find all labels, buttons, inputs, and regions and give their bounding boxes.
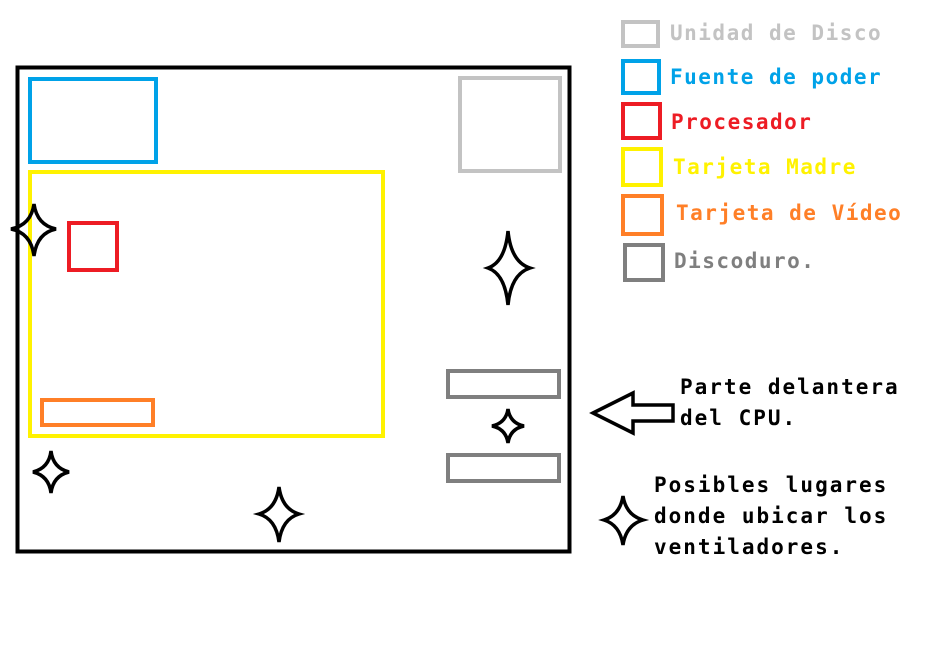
- power-supply-box: [28, 77, 158, 164]
- legend-swatch-power-supply: [621, 59, 661, 95]
- legend-label-video-card: Tarjeta de Vídeo: [676, 201, 903, 225]
- fan-star-icon: [10, 203, 57, 257]
- video-card-box: [40, 398, 155, 427]
- legend-label-processor: Procesador: [671, 110, 813, 134]
- fan-star-icon: [32, 450, 70, 494]
- legend-swatch-motherboard: [621, 147, 663, 187]
- front-note-line-2: del CPU.: [680, 406, 798, 430]
- legend-swatch-processor: [621, 102, 662, 140]
- fan-star-icon: [491, 408, 525, 444]
- cpu-case-outline: [15, 65, 572, 554]
- legend-swatch-hard-drive: [623, 243, 665, 282]
- fan-locations-note: Posibles lugares donde ubicar los ventil…: [654, 470, 888, 563]
- legend-swatch-disk-drive: [621, 20, 660, 48]
- fan-star-icon: [482, 230, 536, 306]
- front-of-cpu-note: Parte delantera del CPU.: [680, 372, 900, 434]
- processor-box: [67, 221, 119, 272]
- hard-drive-bay-1: [446, 369, 561, 399]
- fan-note-line-2: donde ubicar los: [654, 504, 889, 528]
- four-point-star-icon: [598, 495, 650, 546]
- legend-label-hard-drive: Discoduro.: [674, 249, 816, 273]
- fan-note-line-3: ventiladores.: [654, 535, 845, 559]
- disk-drive-box: [458, 76, 562, 173]
- fan-star-icon: [252, 486, 306, 543]
- front-note-line-1: Parte delantera: [680, 375, 900, 399]
- motherboard-box: [28, 170, 385, 438]
- fan-note-line-1: Posibles lugares: [654, 473, 889, 497]
- legend-label-power-supply: Fuente de poder: [670, 65, 883, 89]
- legend-swatch-video-card: [621, 194, 664, 236]
- legend-label-motherboard: Tarjeta Madre: [673, 155, 857, 179]
- left-arrow-icon: [589, 390, 675, 436]
- hard-drive-bay-2: [446, 453, 561, 483]
- legend-label-disk-drive: Unidad de Disco: [670, 21, 883, 45]
